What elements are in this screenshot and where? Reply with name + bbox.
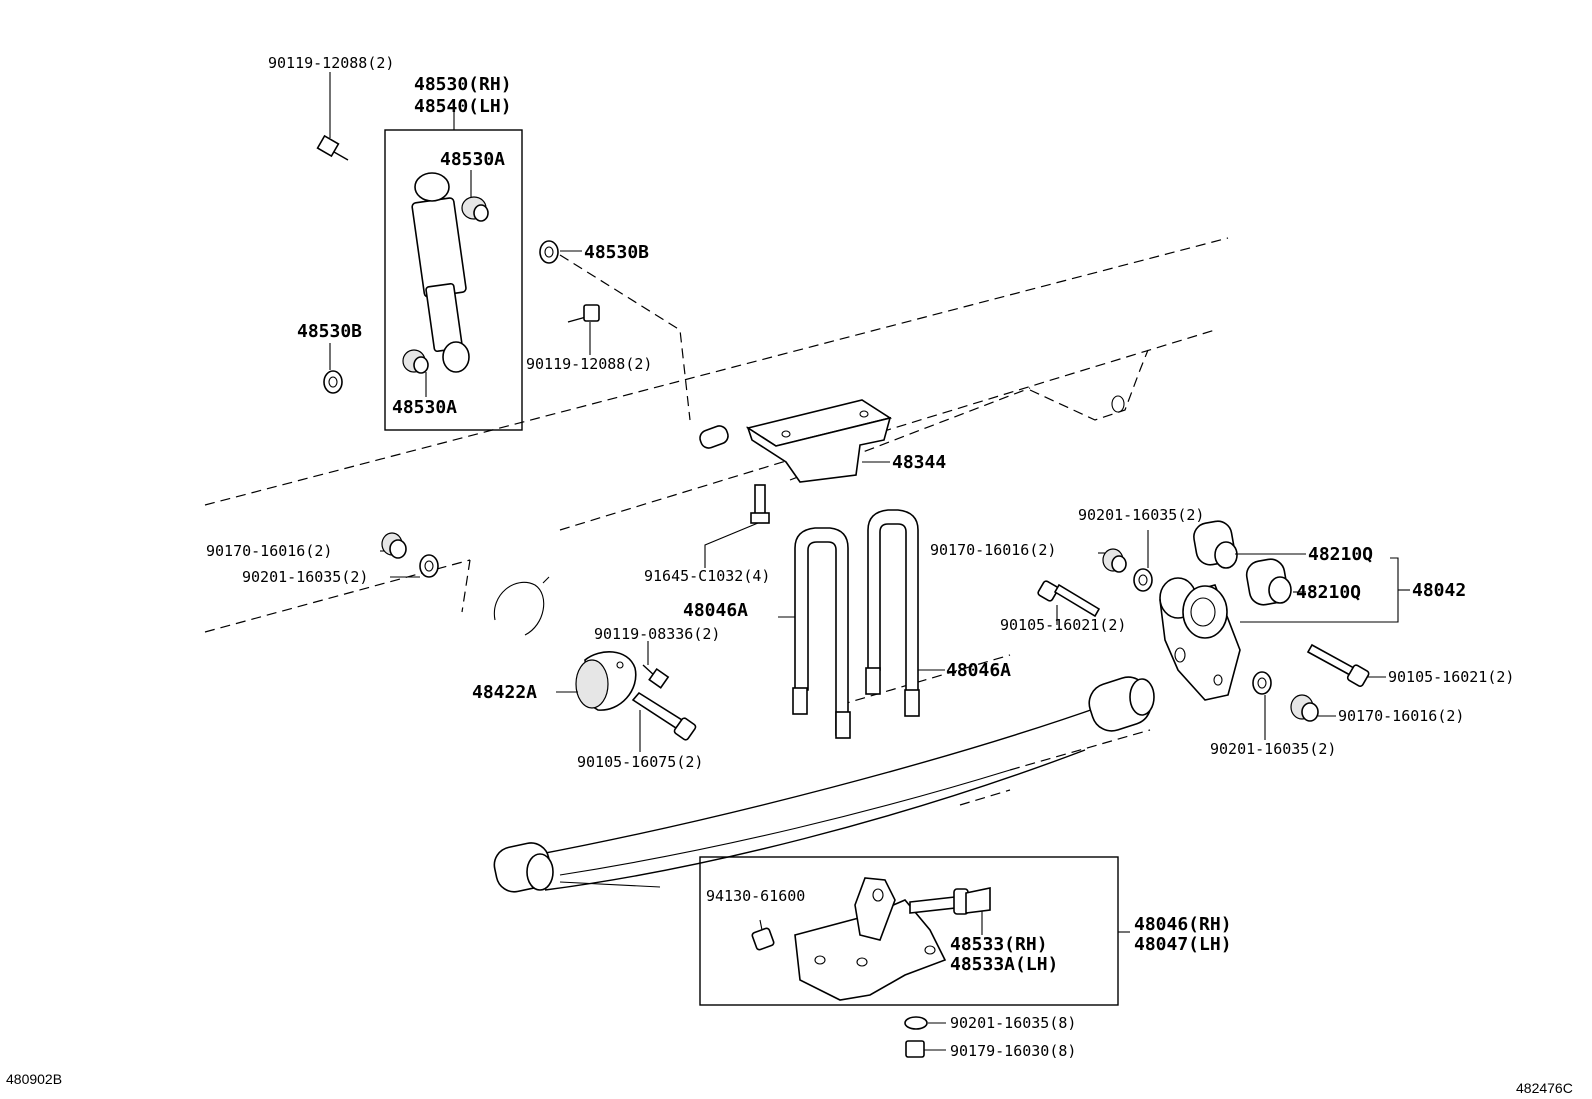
- bolt-icon: [567, 304, 600, 355]
- bolt-icon: [642, 641, 670, 689]
- washer-icon: [1133, 530, 1153, 592]
- shackle-icon: [1159, 520, 1410, 701]
- label-ubolt-left: 48046A: [683, 600, 748, 621]
- label-washer-left: 90201-16035(2): [242, 568, 368, 586]
- label-nut-bottom: 90179-16030(8): [950, 1042, 1076, 1060]
- label-nut-mid-right: 90170-16016(2): [930, 541, 1056, 559]
- label-bolt-90119-12088-mid: 90119-12088(2): [526, 355, 652, 373]
- label-nut-94130: 94130-61600: [706, 887, 805, 905]
- washer-icon: [539, 240, 582, 264]
- label-ubolt-right: 48046A: [946, 660, 1011, 681]
- label-stopper-48422a: 48422A: [472, 682, 537, 703]
- label-bolt-90119-08336: 90119-08336(2): [594, 625, 720, 643]
- label-bolt-far-right: 90105-16021(2): [1388, 668, 1514, 686]
- washer-icon: [1252, 671, 1272, 740]
- label-shackle-48042: 48042: [1412, 580, 1466, 601]
- label-bolt-mid-right: 90105-16021(2): [1000, 616, 1126, 634]
- nut-icon: [905, 1040, 946, 1058]
- washer-icon: [904, 1016, 946, 1030]
- label-nut-far-right: 90170-16016(2): [1338, 707, 1464, 725]
- label-pin-lh: 48533A(LH): [950, 954, 1058, 975]
- bolt-icon: [704, 484, 770, 568]
- label-bolt-90105-16075: 90105-16075(2): [577, 753, 703, 771]
- bolt-icon: [316, 72, 349, 161]
- labels: 90119-12088(2) 48530(RH) 48540(LH) 48530…: [206, 54, 1514, 1060]
- washer-icon: [323, 343, 343, 394]
- u-bolt-icon: [865, 509, 945, 717]
- leaf-spring: [493, 676, 1155, 893]
- label-bush-48210q-b: 48210Q: [1296, 582, 1361, 603]
- label-bush-48210q-a: 48210Q: [1308, 544, 1373, 565]
- stopper-icon: [556, 651, 637, 711]
- label-washer-48530b-right: 48530B: [584, 242, 649, 263]
- label-washer-48530b-left: 48530B: [297, 321, 362, 342]
- bolt-icon: [631, 691, 697, 752]
- bolt-icon: [1306, 643, 1386, 687]
- nut-icon: [1098, 548, 1127, 573]
- bracket-icon: [699, 399, 892, 483]
- label-shock-lh: 48540(LH): [414, 96, 512, 117]
- label-washer-top-right: 90201-16035(2): [1078, 506, 1204, 524]
- label-shock-rh: 48530(RH): [414, 74, 512, 95]
- label-bolt-91645: 91645-C1032(4): [644, 567, 770, 585]
- label-nut-left: 90170-16016(2): [206, 542, 332, 560]
- u-bolt-icon: [778, 527, 851, 739]
- label-bush-48530a-bottom: 48530A: [392, 397, 457, 418]
- nut-icon: [1290, 694, 1336, 722]
- label-washer-bottom: 90201-16035(8): [950, 1014, 1076, 1032]
- corner-code-right: 482476C: [1516, 1080, 1573, 1096]
- label-seat-lh: 48047(LH): [1134, 934, 1232, 955]
- label-bush-48530a-top: 48530A: [440, 149, 505, 170]
- spring-seat-box: [699, 856, 1130, 1006]
- washer-icon: [390, 554, 439, 578]
- label-pin-rh: 48533(RH): [950, 934, 1048, 955]
- label-bracket-48344: 48344: [892, 452, 946, 473]
- label-washer-bottom-right: 90201-16035(2): [1210, 740, 1336, 758]
- corner-code-left: 480902B: [6, 1071, 62, 1087]
- bolt-icon: [1037, 580, 1101, 625]
- nut-icon: [380, 532, 407, 559]
- shock-absorber-box: [384, 129, 523, 431]
- label-seat-rh: 48046(RH): [1134, 914, 1232, 935]
- label-bolt-90119-12088-top: 90119-12088(2): [268, 54, 394, 72]
